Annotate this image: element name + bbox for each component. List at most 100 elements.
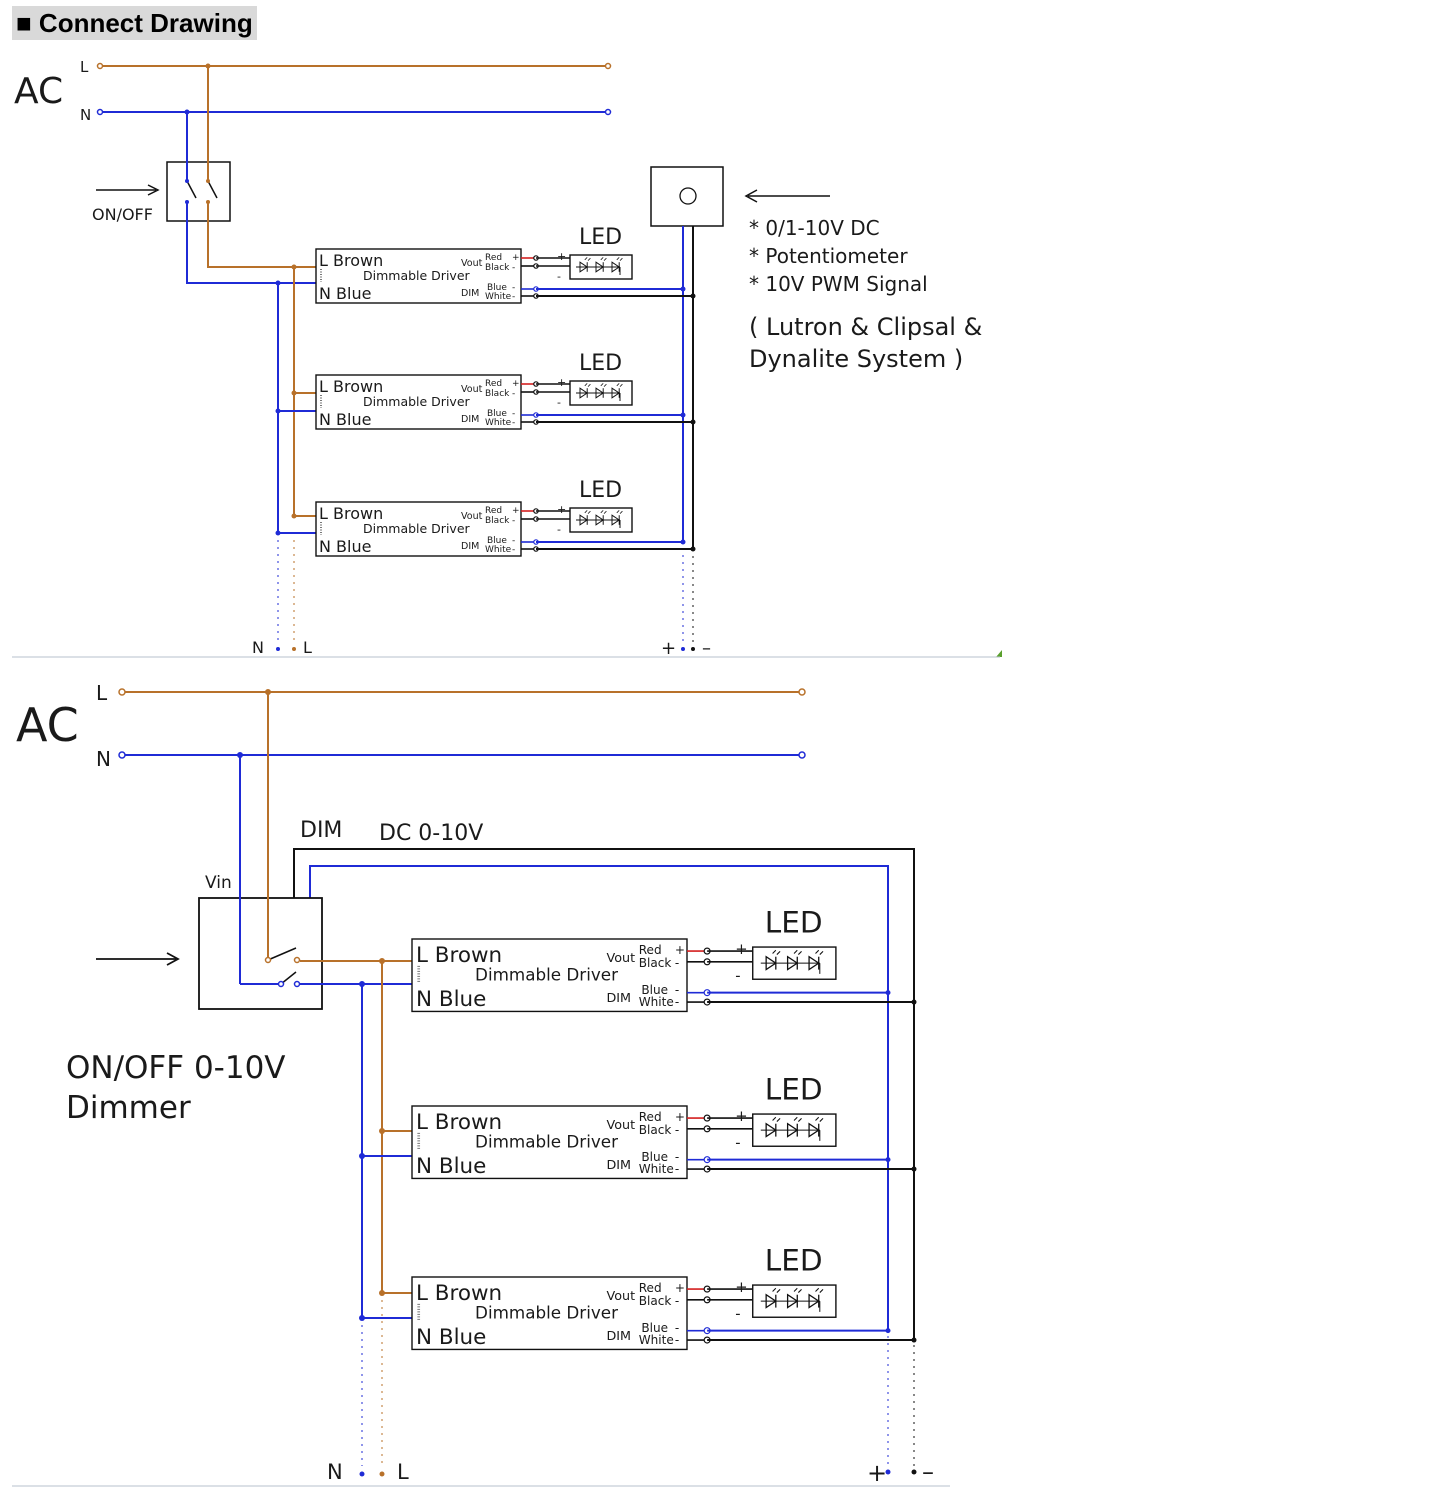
bottom-n-label: N — [252, 638, 264, 657]
driver-name: Dimmable Driver — [363, 268, 471, 283]
junction-dot — [885, 1328, 891, 1334]
minus-mark: - — [512, 263, 515, 273]
minus-mark: - — [512, 545, 515, 555]
junction-dot — [680, 412, 686, 418]
minus-mark: - — [512, 389, 515, 399]
dimmer-label: Dimmer — [66, 1090, 191, 1126]
plus-mark: + — [675, 1281, 685, 1295]
terminal-dot — [96, 62, 104, 70]
vout-label: Vout — [461, 384, 483, 395]
red-wire-label: Red — [639, 1110, 662, 1124]
driver-name: Dimmable Driver — [475, 1132, 618, 1152]
ac-n-label: N — [96, 747, 111, 771]
dimmable-driver-box — [315, 501, 522, 557]
driver-l-label: L Brown — [416, 943, 502, 968]
led-label: LED — [765, 905, 823, 939]
minus-mark: - — [557, 523, 561, 536]
dim-label: DIM — [461, 541, 479, 552]
minus-mark: - — [675, 956, 679, 970]
black-wire-label: Black — [485, 389, 510, 399]
plus-mark: + — [735, 941, 747, 958]
note-line: * Potentiometer — [749, 244, 908, 268]
minus-mark: - — [675, 1294, 679, 1308]
ac-l-label: L — [96, 681, 108, 705]
terminal-dot — [604, 108, 612, 116]
vout-label: Vout — [461, 258, 483, 269]
white-wire-label: White — [639, 995, 674, 1009]
minus-mark: - — [675, 1162, 679, 1176]
page-title: ■ Connect Drawing — [12, 6, 257, 40]
blue-wire-label: Blue — [641, 1321, 668, 1335]
junction-dot — [680, 286, 686, 292]
note-line: * 0/1-10V DC — [749, 216, 880, 240]
plus-mark: + — [735, 1108, 747, 1125]
minus-mark: - — [512, 536, 515, 546]
bottom-l-label: L — [303, 638, 312, 657]
plus-label: + — [867, 1459, 887, 1487]
driver-l-label: L Brown — [319, 377, 383, 396]
minus-mark: - — [512, 409, 515, 419]
blue-wire-label: Blue — [641, 983, 668, 997]
dim-label: DIM — [607, 991, 632, 1006]
plus-mark: + — [675, 1110, 685, 1124]
vout-label: Vout — [461, 511, 483, 522]
switch-label: ON/OFF — [92, 205, 153, 224]
minus-mark: - — [735, 1306, 740, 1323]
plus-mark: + — [512, 253, 520, 263]
black-wire-label: Black — [639, 1123, 672, 1137]
dim-label: DIM — [461, 414, 479, 425]
bottom-n-label: N — [327, 1460, 343, 1484]
black-wire-label: Black — [485, 263, 510, 273]
white-wire-label: White — [485, 545, 512, 555]
led-label: LED — [579, 478, 622, 503]
red-wire-label: Red — [485, 253, 502, 263]
junction-dot — [911, 1337, 917, 1343]
note-line: ( Lutron & Clipsal & — [749, 313, 982, 341]
junction-dot — [885, 990, 891, 996]
vout-label: Vout — [607, 1118, 636, 1133]
minus-label: – — [702, 638, 711, 659]
red-wire-label: Red — [639, 1281, 662, 1295]
minus-mark: - — [512, 283, 515, 293]
minus-mark: - — [735, 968, 740, 985]
terminal-dot — [96, 108, 104, 116]
on-off-dimmer-box — [198, 897, 323, 1010]
vout-label: Vout — [607, 1289, 636, 1304]
dimmable-driver-box — [411, 1105, 688, 1180]
red-wire-label: Red — [639, 943, 662, 957]
junction-dot — [690, 419, 696, 425]
dim-label: DIM — [607, 1158, 632, 1173]
driver-n-label: N Blue — [416, 987, 486, 1012]
minus-mark: - — [557, 270, 561, 283]
driver-name: Dimmable Driver — [475, 965, 618, 985]
junction-dot — [690, 546, 696, 552]
plus-label: + — [661, 638, 676, 659]
minus-mark: - — [512, 418, 515, 428]
minus-mark: - — [675, 1123, 679, 1137]
white-wire-label: White — [485, 292, 512, 302]
driver-n-label: N Blue — [319, 410, 371, 429]
potentiometer-knob — [679, 187, 697, 205]
ac-label: AC — [14, 71, 63, 112]
junction-dot — [911, 999, 917, 1005]
junction-dot — [690, 293, 696, 299]
dimmable-driver-box — [411, 1276, 688, 1351]
red-wire-label: Red — [485, 506, 502, 516]
driver-n-label: N Blue — [319, 284, 371, 303]
black-wire-label: Black — [639, 1294, 672, 1308]
dim-label: DIM — [607, 1329, 632, 1344]
driver-n-label: N Blue — [416, 1154, 486, 1179]
driver-l-label: L Brown — [416, 1110, 502, 1135]
dimmer-label: ON/OFF 0-10V — [66, 1050, 286, 1086]
blue-wire-label: Blue — [487, 536, 507, 546]
plus-mark: + — [512, 506, 520, 516]
junction-dot — [680, 539, 686, 545]
blue-wire-label: Blue — [487, 409, 507, 419]
